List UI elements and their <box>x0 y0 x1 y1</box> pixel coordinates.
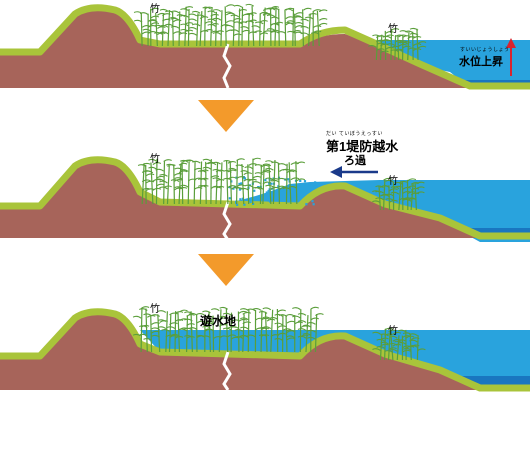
bamboo-label-right: 竹 <box>388 24 398 35</box>
bamboo-grove-right <box>372 327 426 361</box>
ground-soil <box>0 159 480 238</box>
retarding-basin-label: 遊水地 <box>200 314 237 328</box>
cross-section-1 <box>0 3 530 90</box>
basin-water <box>140 330 530 390</box>
panel-retarding-basin: 竹 竹 遊水地 <box>0 290 530 392</box>
bamboo-label-right: 竹 <box>388 326 398 337</box>
cross-section-2 <box>0 156 530 242</box>
bamboo-label-right: 竹 <box>388 176 398 187</box>
up-arrow-icon <box>506 38 516 76</box>
ground-break <box>222 351 232 391</box>
ground-soil <box>0 311 480 390</box>
bamboo-grove-right <box>372 177 425 211</box>
levee-outline <box>0 308 530 392</box>
left-arrow-icon <box>330 166 378 178</box>
overflow-ruby: だい ていぼうえっすい <box>326 131 383 137</box>
water-rise-label: 水位上昇 <box>459 56 503 68</box>
bamboo-label-left: 竹 <box>150 154 160 165</box>
down-triangle-icon <box>198 254 254 286</box>
panel-water-rise: 竹 竹 すいいじょうしょう 水位上昇 <box>0 0 530 92</box>
panel-first-levee-overflow: 竹 竹 だい ていぼうえっすい 第1堤防越水 ろ過 <box>0 131 530 242</box>
bamboo-grove-right <box>368 27 427 61</box>
river-water <box>372 40 530 88</box>
river-deep-band <box>450 376 530 386</box>
water-rise-ruby: すいいじょうしょう <box>460 47 510 53</box>
down-triangle-icon <box>198 100 254 132</box>
levee-outline <box>0 4 530 90</box>
ground-break <box>222 43 232 89</box>
overflow-label: 第1堤防越水 <box>326 139 399 154</box>
ground-break <box>222 201 232 241</box>
bamboo-label-left: 竹 <box>150 304 160 315</box>
bamboo-label-left: 竹 <box>150 4 160 15</box>
ground-soil <box>0 7 470 88</box>
bamboo-grove-left <box>132 306 324 353</box>
levee-outline <box>0 156 530 240</box>
bamboo-grove-left <box>137 157 306 205</box>
filtration-label: ろ過 <box>344 155 366 167</box>
bamboo-grove-left <box>133 3 328 47</box>
cross-section-3 <box>0 306 530 392</box>
